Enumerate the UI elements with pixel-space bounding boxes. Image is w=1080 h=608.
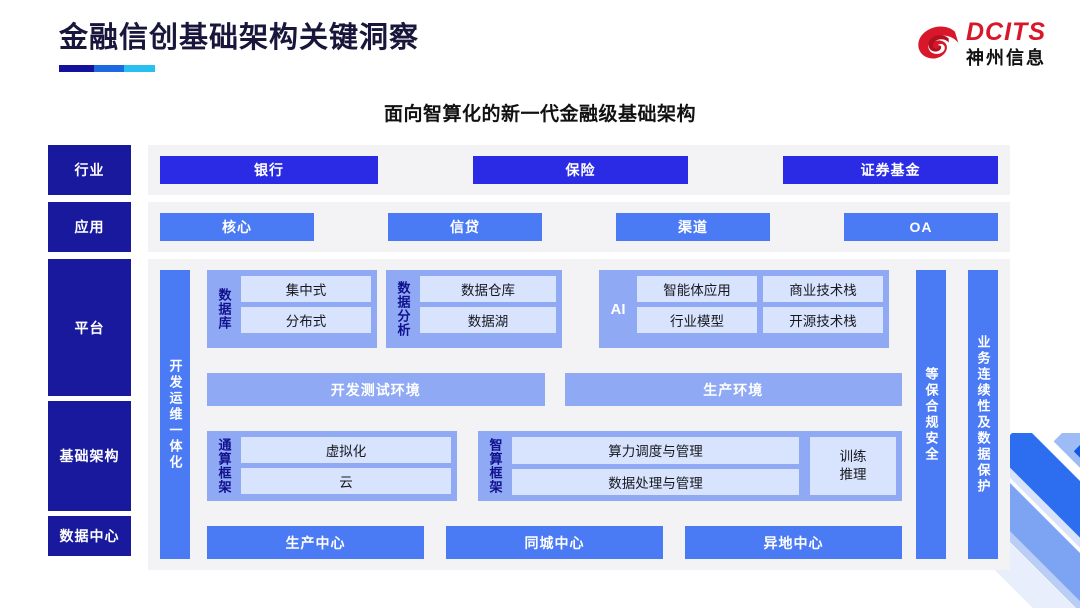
- layer-application-body: 核心 信贷 渠道 OA: [148, 202, 1010, 252]
- group-label-general-framework: 通算框架: [216, 438, 232, 494]
- group-data-analysis: 数据分析 数据仓库 数据湖: [386, 270, 562, 348]
- cell-centralized[interactable]: 集中式: [241, 276, 371, 302]
- vertical-bar-business-continuity: 业务连续性及数据保护: [968, 270, 998, 559]
- layer-industry-body: 银行 保险 证券基金: [148, 145, 1010, 195]
- cell-opensource-stack[interactable]: 开源技术栈: [763, 307, 883, 333]
- group-label-database: 数据库: [216, 288, 232, 330]
- accent-segment-3: [124, 65, 155, 72]
- env-dev-test[interactable]: 开发测试环境: [207, 373, 545, 406]
- cell-industry-model[interactable]: 行业模型: [637, 307, 757, 333]
- dc-remote-center[interactable]: 异地中心: [685, 526, 902, 559]
- dcits-swirl-icon: [918, 25, 959, 59]
- chip-oa[interactable]: OA: [844, 213, 998, 241]
- logo-text: DCITS 神州信息: [966, 18, 1046, 68]
- title-accent-bar: [59, 65, 155, 72]
- group-label-data-analysis: 数据分析: [395, 281, 411, 337]
- vertical-bar-security-compliance: 等保合规安全: [916, 270, 946, 559]
- chip-core[interactable]: 核心: [160, 213, 314, 241]
- group-database: 数据库 集中式 分布式: [207, 270, 377, 348]
- cell-agent-application[interactable]: 智能体应用: [637, 276, 757, 302]
- chip-channel[interactable]: 渠道: [616, 213, 770, 241]
- cell-train-inference-line2: 推理: [839, 467, 867, 482]
- page-title-block: 金融信创基础架构关键洞察: [59, 18, 419, 72]
- vertical-bar-devops: 开发运维一体化: [160, 270, 190, 559]
- env-production[interactable]: 生产环境: [564, 373, 902, 406]
- platform-block: 开发运维一体化 等保合规安全 业务连续性及数据保护 数据库 集中式 分布式: [148, 259, 1010, 570]
- platform-center-stack: 数据库 集中式 分布式 数据分析 数据仓库 数据湖: [207, 270, 902, 559]
- chip-bank[interactable]: 银行: [160, 156, 378, 184]
- group-intelligent-framework: 智算框架 算力调度与管理 数据处理与管理 训练 推理: [478, 431, 902, 501]
- cell-virtualization[interactable]: 虚拟化: [241, 437, 451, 463]
- layer-label-datacenter: 数据中心: [48, 516, 131, 556]
- architecture-diagram: 行业 银行 保险 证券基金 应用 核心 信贷 渠道 OA 平台 基础架构 数据中…: [48, 145, 1010, 570]
- layer-application: 应用 核心 信贷 渠道 OA: [48, 202, 1010, 252]
- chip-insurance[interactable]: 保险: [473, 156, 688, 184]
- cell-cloud[interactable]: 云: [241, 468, 451, 494]
- brand-logo: DCITS 神州信息: [915, 20, 1046, 67]
- layer-label-infrastructure: 基础架构: [48, 401, 131, 511]
- dc-production-center[interactable]: 生产中心: [207, 526, 424, 559]
- cell-data-warehouse[interactable]: 数据仓库: [420, 276, 556, 302]
- cell-distributed[interactable]: 分布式: [241, 307, 371, 333]
- cell-compute-scheduling[interactable]: 算力调度与管理: [512, 437, 799, 464]
- layer-label-industry: 行业: [48, 145, 131, 195]
- layer-industry: 行业 银行 保险 证券基金: [48, 145, 1010, 195]
- cell-data-processing[interactable]: 数据处理与管理: [512, 468, 799, 495]
- layer-labels-stack: 平台 基础架构 数据中心: [48, 259, 131, 556]
- page-title: 金融信创基础架构关键洞察: [59, 22, 420, 54]
- band-data-centers: 生产中心 同城中心 异地中心: [207, 526, 902, 559]
- layer-label-platform: 平台: [48, 259, 131, 396]
- chip-securities-fund[interactable]: 证券基金: [783, 156, 998, 184]
- layer-label-application: 应用: [48, 202, 131, 252]
- chip-credit[interactable]: 信贷: [388, 213, 542, 241]
- diagram-subtitle: 面向智算化的新一代金融级基础架构: [383, 104, 696, 125]
- cell-train-inference-line1: 训练: [839, 449, 867, 464]
- dc-metro-center[interactable]: 同城中心: [446, 526, 663, 559]
- accent-segment-1: [59, 65, 94, 72]
- band-environments: 开发测试环境 生产环境: [207, 373, 902, 406]
- group-label-intelligent-framework: 智算框架: [487, 438, 503, 494]
- logo-cn-text: 神州信息: [966, 48, 1046, 68]
- accent-segment-2: [93, 65, 125, 72]
- group-ai: AI 智能体应用 商业技术栈 行业模型 开源技术栈: [599, 270, 889, 348]
- cell-commercial-stack[interactable]: 商业技术栈: [763, 276, 883, 302]
- logo-en-text: DCITS: [966, 18, 1046, 46]
- band-frameworks: 通算框架 虚拟化 云 智算框架 算力调度与管理 数据处理与: [207, 431, 902, 501]
- cell-train-inference[interactable]: 训练 推理: [810, 437, 896, 495]
- group-general-framework: 通算框架 虚拟化 云: [207, 431, 457, 501]
- group-label-ai: AI: [610, 300, 626, 318]
- band-data-and-ai: 数据库 集中式 分布式 数据分析 数据仓库 数据湖: [207, 270, 902, 348]
- cell-data-lake[interactable]: 数据湖: [420, 307, 556, 333]
